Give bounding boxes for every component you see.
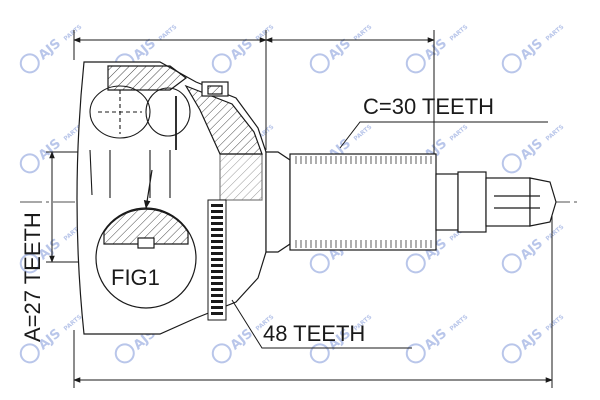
svg-text:AJS: AJS (518, 136, 546, 163)
svg-text:PARTS: PARTS (545, 123, 566, 142)
abs-tooth (211, 246, 223, 249)
abs-tooth (211, 306, 223, 309)
abs-ring (207, 199, 227, 321)
abs-tooth (211, 282, 223, 285)
svg-text:PARTS: PARTS (449, 123, 470, 142)
svg-text:AJS: AJS (518, 36, 546, 63)
abs-tooth (211, 234, 223, 237)
inner-cage (89, 85, 191, 198)
abs-tooth (211, 288, 223, 291)
fig1-detail (95, 169, 197, 309)
abs-tooth (211, 270, 223, 273)
abs-tooth (211, 312, 223, 315)
svg-text:AJS: AJS (518, 326, 546, 353)
a-teeth-label: A=27 TEETH (20, 212, 45, 342)
abs-teeth-label: 48 TEETH (263, 321, 365, 346)
svg-text:AJS: AJS (36, 136, 64, 163)
abs-tooth (211, 252, 223, 255)
stem-shaft (265, 151, 557, 253)
abs-tooth (211, 264, 223, 267)
abs-tooth (211, 222, 223, 225)
fig1-label: FIG1 (111, 265, 160, 290)
abs-tooth (211, 240, 223, 243)
svg-text:PARTS: PARTS (449, 313, 470, 332)
svg-text:PARTS: PARTS (545, 223, 566, 242)
svg-text:PARTS: PARTS (63, 313, 84, 332)
abs-tooth (211, 216, 223, 219)
svg-text:PARTS: PARTS (449, 23, 470, 42)
svg-text:PARTS: PARTS (353, 123, 374, 142)
svg-text:AJS: AJS (518, 236, 546, 263)
svg-text:AJS: AJS (36, 36, 64, 63)
abs-tooth (211, 300, 223, 303)
abs-tooth (211, 276, 223, 279)
svg-text:AJS: AJS (228, 326, 256, 353)
abs-tooth (211, 204, 223, 207)
svg-text:AJS: AJS (422, 326, 450, 353)
svg-text:PARTS: PARTS (545, 313, 566, 332)
svg-text:PARTS: PARTS (545, 23, 566, 42)
leader-lines (231, 121, 548, 349)
abs-tooth (211, 294, 223, 297)
c-teeth-label: C=30 TEETH (363, 94, 494, 119)
abs-tooth (211, 228, 223, 231)
abs-tooth (211, 258, 223, 261)
abs-tooth (211, 210, 223, 213)
